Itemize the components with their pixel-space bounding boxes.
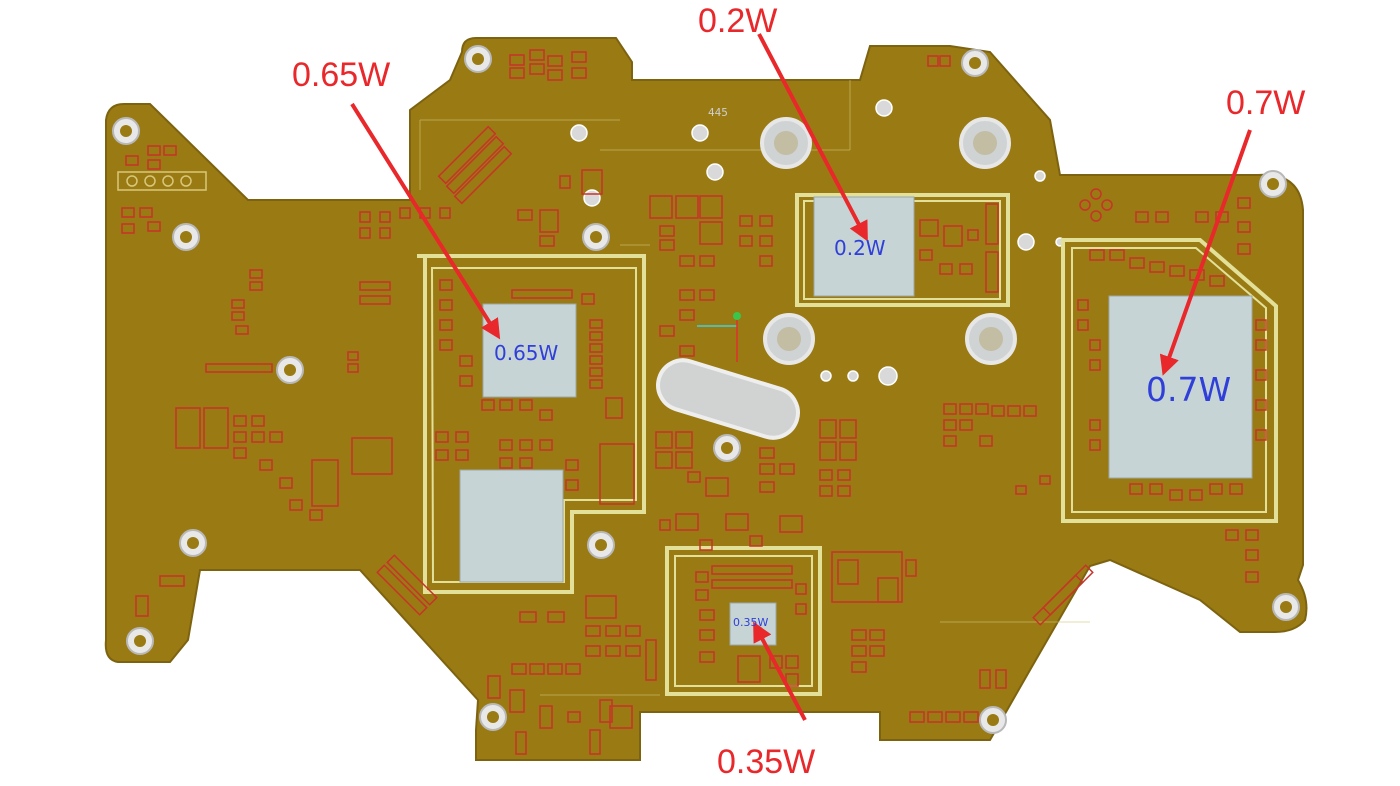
oval-slot bbox=[656, 358, 800, 440]
callout-top-chip-power: 0.2W bbox=[698, 2, 778, 40]
mounting-holes bbox=[112, 45, 1300, 734]
arrow-cpu bbox=[350, 102, 501, 340]
callout-right-chip-power: 0.7W bbox=[1226, 84, 1306, 122]
chip-top bbox=[813, 196, 915, 297]
shield-outlines bbox=[417, 193, 1278, 696]
arrow-right-chip bbox=[1159, 129, 1252, 376]
pad-cluster bbox=[1079, 188, 1113, 222]
small-vias bbox=[570, 99, 1065, 386]
chip-label-top: 0.2W bbox=[834, 236, 886, 260]
arrows bbox=[350, 33, 1252, 721]
arrow-bottom-chip bbox=[753, 621, 807, 721]
origin-marker bbox=[697, 312, 741, 362]
chip-memory bbox=[459, 469, 564, 583]
callout-bottom-chip-power: 0.35W bbox=[717, 743, 816, 781]
chip-label-right: 0.7W bbox=[1146, 370, 1232, 409]
chip-label-cpu: 0.65W bbox=[494, 341, 559, 365]
chip-label-bottom: 0.35W bbox=[733, 616, 769, 629]
large-posts bbox=[760, 117, 1017, 365]
callout-cpu-power: 0.65W bbox=[292, 56, 391, 94]
silkscreen-ref: 445 bbox=[708, 106, 728, 119]
component-footprints bbox=[117, 49, 1267, 755]
arrow-top-chip bbox=[757, 33, 868, 242]
